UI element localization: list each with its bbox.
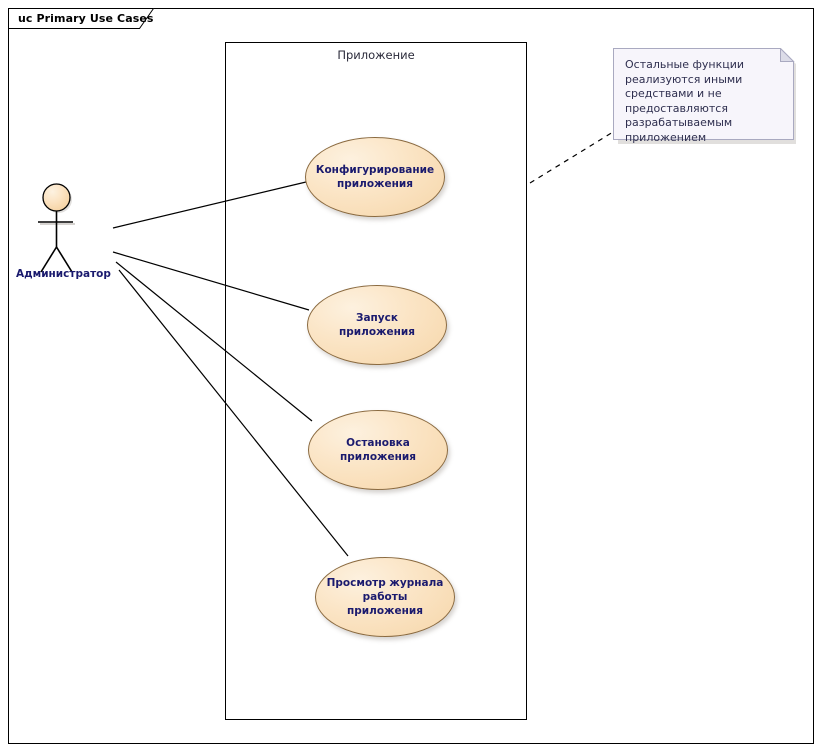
usecase-label: Просмотр журнала работы приложения [326, 577, 444, 617]
usecase-label: Запуск приложения [339, 312, 415, 338]
usecase-label: Конфигурирование приложения [315, 164, 435, 190]
stick-figure-actor-icon [38, 183, 75, 273]
usecase-stop-application[interactable]: Остановка приложения [308, 410, 448, 490]
usecase-view-application-log[interactable]: Просмотр журнала работы приложения [315, 557, 455, 637]
note-box[interactable]: Остальные функции реализуются иными сред… [613, 47, 796, 144]
system-boundary-label: Приложение [337, 48, 415, 62]
usecase-label: Остановка приложения [340, 437, 416, 463]
usecase-configure-application[interactable]: Конфигурирование приложения [305, 137, 445, 217]
diagram-title-tab[interactable]: uc Primary Use Cases [8, 8, 154, 29]
usecase-start-application[interactable]: Запуск приложения [307, 285, 447, 365]
diagram-title-label: uc Primary Use Cases [18, 12, 154, 25]
note-text: Остальные функции реализуются иными сред… [625, 58, 745, 144]
title-tab-shape [8, 8, 154, 29]
actor-label: Администратор [16, 268, 111, 280]
actor-administrator[interactable] [20, 180, 130, 285]
note-shape-with-folded-corner [613, 47, 796, 144]
